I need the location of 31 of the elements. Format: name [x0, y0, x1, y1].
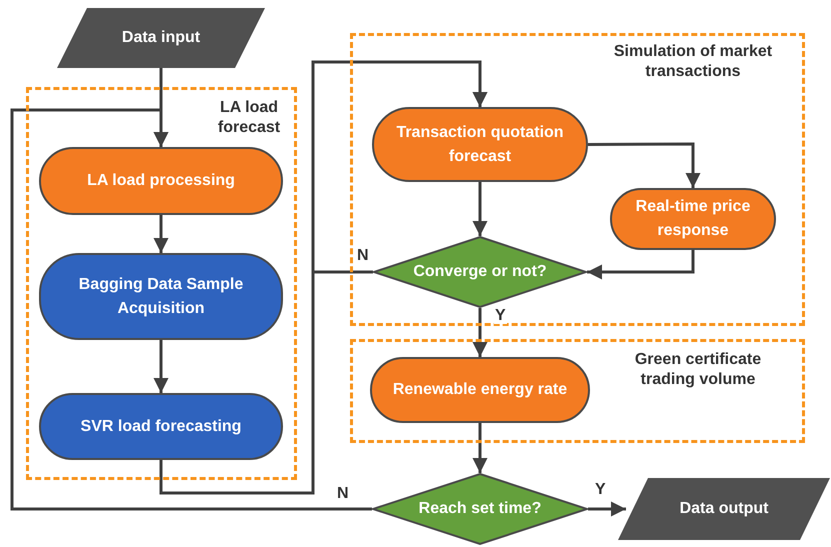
io-parallelogram	[57, 8, 265, 68]
arrow	[472, 423, 488, 473]
node-label: LA load processing	[86, 171, 236, 191]
node-label: Converge or not?	[412, 262, 548, 282]
group-title: Simulation of market transactions	[612, 42, 774, 82]
arrow	[312, 60, 488, 274]
node-label: Reach set time?	[418, 499, 542, 519]
arrow	[588, 502, 626, 516]
arrow	[588, 142, 700, 188]
dashed-group	[350, 33, 805, 326]
edge-label: Y	[494, 308, 507, 324]
group-title: Green certificate trading volume	[634, 350, 762, 390]
node-label: Transaction quotation forecast	[395, 122, 565, 166]
node-label: SVR load forecasting	[80, 416, 242, 436]
decision-diamond	[372, 473, 588, 545]
io-parallelogram	[618, 478, 830, 540]
arrow	[154, 215, 168, 253]
arrow	[472, 308, 488, 357]
group-title: LA load forecast	[216, 98, 282, 138]
arrow	[587, 250, 694, 280]
node-label: Real-time price response	[634, 197, 752, 241]
node-label: Bagging Data Sample Acquisition	[78, 274, 244, 318]
arrow	[154, 340, 168, 393]
node-label: Data output	[678, 499, 770, 519]
node-label: Renewable energy rate	[392, 380, 568, 400]
arrow	[10, 108, 372, 510]
decision-diamond	[373, 236, 587, 308]
node-label: Data input	[120, 28, 202, 48]
arrow	[472, 182, 488, 236]
dashed-group	[26, 87, 297, 480]
dashed-group	[350, 339, 805, 443]
